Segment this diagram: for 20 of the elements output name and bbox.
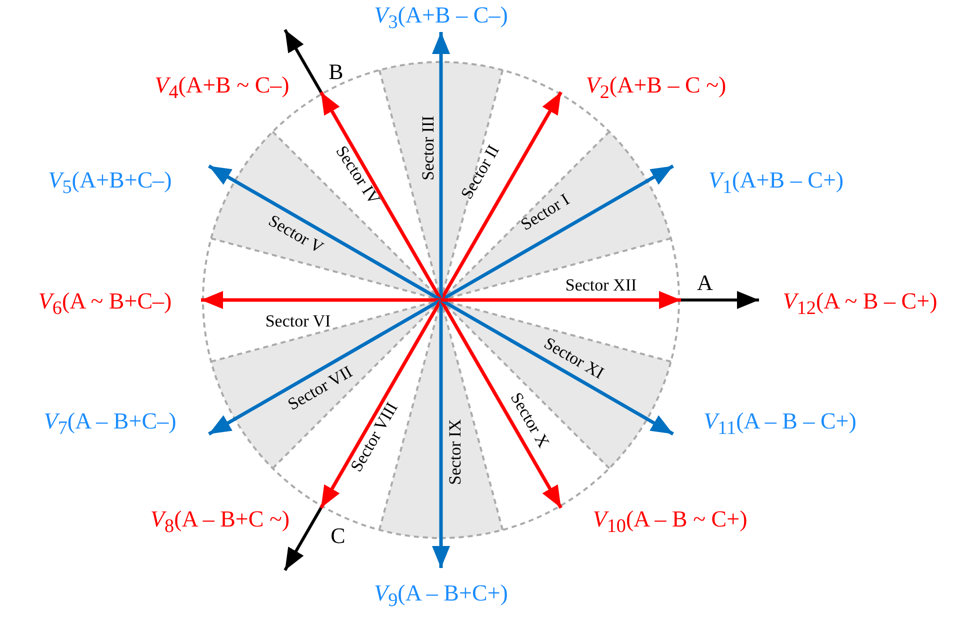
vector-label: V$_{1}$(A+B – C+)	[708, 168, 844, 198]
sector-label: Sector VI	[265, 312, 331, 330]
vector-label: V$_{3}$(A+B – C–)	[374, 4, 508, 32]
vector-label: V$_{12}$(A ~ B – C+)	[782, 290, 938, 318]
vector-label: V$_{8}$(A – B+C ~)	[150, 508, 290, 536]
vector-label: V$_{5}$(A+B+C–)	[48, 168, 172, 198]
sector-label: Sector III	[420, 116, 436, 180]
vector-label: V$_{11}$(A – B – C+)	[704, 410, 856, 438]
sector-label: Sector VII	[285, 362, 355, 414]
sector-label: Sector IX	[446, 419, 464, 485]
vector-label: V$_{4}$(A+B ~ C–)	[154, 74, 290, 102]
sector-label: Sector XII	[565, 276, 637, 294]
vector-label: V$_{7}$(A – B+C–)	[44, 410, 176, 438]
vector-label: V$_{2}$(A+B – C ~)	[586, 74, 726, 102]
axis-label: A	[697, 272, 713, 294]
vector-label: V$_{9}$(A – B+C+)	[374, 582, 508, 610]
vector-label: V$_{6}$(A ~ B+C–)	[38, 290, 172, 318]
axis-label: C	[330, 525, 346, 547]
vector-label: V$_{10}$(A – B ~ C+)	[592, 508, 748, 536]
axis-label: B	[328, 61, 344, 83]
